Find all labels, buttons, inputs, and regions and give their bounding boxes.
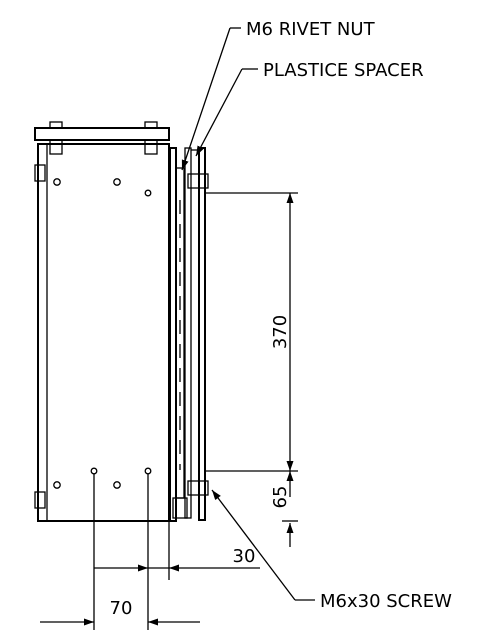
hinge-bottom [34, 491, 46, 509]
hinge-top [34, 164, 46, 182]
mounting-bracket [169, 147, 209, 522]
extension-lines [93, 192, 298, 630]
callout-rivet-nut: M6 RIVET NUT [246, 19, 376, 40]
dimension-label-30: 30 [233, 546, 256, 567]
leader-lines [181, 27, 315, 601]
callout-spacer: PLASTICE SPACER [263, 60, 424, 81]
dimension-label-65: 65 [270, 486, 291, 509]
dimension-lines [40, 193, 298, 626]
enclosure-body [34, 143, 170, 522]
spacer-bottom [187, 480, 209, 496]
callout-screw: M6x30 SCREW [320, 591, 452, 612]
dimension-label-70: 70 [110, 598, 133, 619]
spacer-top [187, 173, 209, 189]
top-rail [34, 121, 170, 155]
dimension-label-370: 370 [270, 315, 291, 349]
